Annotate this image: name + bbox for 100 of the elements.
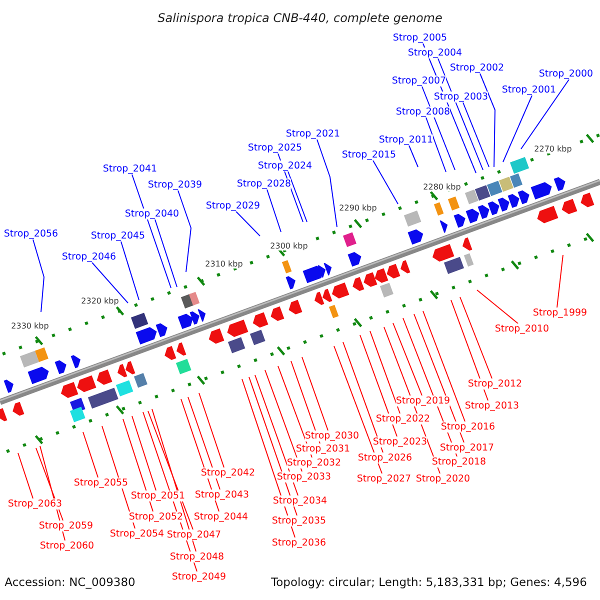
gene-label: Strop_2036 bbox=[272, 538, 326, 548]
leader-line bbox=[92, 262, 128, 304]
leader-line bbox=[438, 58, 484, 170]
gene-label: Strop_2041 bbox=[102, 164, 158, 174]
leader-line bbox=[154, 219, 178, 288]
gene-label: Strop_2020 bbox=[416, 474, 470, 484]
gene-label: Strop_2024 bbox=[258, 160, 312, 172]
gene-label: Strop_2052 bbox=[128, 512, 184, 522]
leader-line bbox=[476, 290, 518, 324]
gene-label: Strop_2013 bbox=[464, 400, 520, 412]
gene-label: Strop_2040 bbox=[124, 208, 180, 220]
leader-line bbox=[82, 432, 98, 478]
scale-label: 2300 kbp bbox=[270, 242, 308, 250]
leader-line bbox=[502, 95, 532, 162]
gene-label: Strop_2017 bbox=[440, 442, 494, 454]
leader-line bbox=[266, 189, 282, 232]
gene-label: Strop_2048 bbox=[170, 552, 224, 562]
leader-line bbox=[556, 254, 564, 308]
leader-line bbox=[334, 346, 382, 474]
gene-label: Strop_2010 bbox=[494, 324, 550, 334]
leader-line bbox=[122, 418, 154, 512]
gene-label: Strop_2001 bbox=[502, 84, 556, 96]
gene-label: Strop_2008 bbox=[396, 106, 450, 118]
gene-label: Strop_2004 bbox=[408, 48, 462, 58]
leader-line bbox=[188, 396, 220, 490]
gene-label: Strop_2035 bbox=[272, 516, 326, 526]
gene-label: Strop_2063 bbox=[8, 498, 62, 510]
gene-label: Strop_2043 bbox=[194, 490, 250, 500]
leader-line bbox=[520, 79, 570, 150]
leader-line bbox=[32, 239, 44, 312]
gene-label: Strop_2031 bbox=[296, 444, 350, 454]
gene-label: Strop_2056 bbox=[4, 228, 58, 240]
gene-label: Strop_2026 bbox=[358, 452, 412, 464]
leader-line bbox=[290, 360, 320, 444]
leader-line bbox=[278, 366, 312, 458]
footer-text: Topology: circular; Length: 5,183,331 bp; Genes: 4,596 bbox=[271, 575, 587, 589]
leader-line bbox=[480, 73, 496, 168]
leader-line bbox=[18, 452, 34, 499]
gene-label: Strop_2003 bbox=[434, 92, 488, 102]
gene-label: Strop_2023 bbox=[372, 436, 428, 448]
gene-label: Strop_2051 bbox=[130, 490, 186, 502]
gene-label: Strop_2033 bbox=[276, 472, 332, 482]
gene-label: Strop_2034 bbox=[272, 496, 328, 506]
leader-line bbox=[370, 330, 400, 414]
scale-label: 2310 kbp bbox=[205, 260, 243, 268]
leader-line bbox=[460, 296, 492, 379]
leader-line bbox=[422, 86, 456, 170]
leader-line bbox=[132, 416, 156, 491]
scale-label: 2290 kbp bbox=[339, 204, 377, 212]
gene-label: Strop_2018 bbox=[432, 456, 486, 468]
leader-line bbox=[120, 241, 140, 300]
gene-label: Strop_2042 bbox=[200, 468, 256, 478]
gene-label: Strop_2021 bbox=[286, 128, 340, 140]
leader-line bbox=[422, 310, 466, 422]
leader-line bbox=[342, 342, 384, 453]
gene-label: Strop_2007 bbox=[392, 76, 446, 86]
leader-line bbox=[152, 408, 196, 552]
gene-label: Strop_2005 bbox=[392, 32, 448, 44]
leader-line bbox=[408, 145, 418, 168]
leader-line bbox=[302, 356, 328, 431]
gene-label: Strop_2000 bbox=[538, 68, 594, 80]
gene-label: Strop_2030 bbox=[304, 430, 360, 442]
leader-line bbox=[450, 300, 488, 401]
gene-label: Strop_2029 bbox=[206, 200, 260, 212]
diagram-title: Salinispora tropica CNB-440, complete genome bbox=[158, 11, 442, 25]
gene-label: Strop_2015 bbox=[342, 150, 396, 160]
gene-label: Strop_2039 bbox=[148, 180, 202, 190]
gene-label: Strop_2002 bbox=[450, 62, 504, 74]
gene-label: Strop_2047 bbox=[166, 530, 222, 540]
gene-label: Strop_2055 bbox=[74, 478, 128, 488]
leader-line bbox=[316, 139, 338, 228]
gene-label: Strop_2049 bbox=[172, 572, 226, 582]
scale-label: 2320 kbp bbox=[81, 296, 119, 306]
scale-label: 2330 kbp bbox=[11, 322, 49, 330]
gene-label: Strop_2019 bbox=[396, 396, 450, 406]
leader-line bbox=[242, 378, 296, 538]
gene-label: Strop_2022 bbox=[376, 414, 430, 424]
gene-label: Strop_2028 bbox=[236, 178, 292, 190]
gene-label: Strop_2011 bbox=[378, 134, 434, 146]
leader-line bbox=[236, 211, 260, 236]
gene-label: Strop_2045 bbox=[90, 230, 146, 242]
leader-line bbox=[148, 410, 194, 530]
scale-label: 2270 kbp bbox=[534, 144, 572, 154]
scale-label: 2280 kbp bbox=[423, 182, 461, 192]
footer-text: Accession: NC_009380 bbox=[4, 575, 136, 589]
leader-line bbox=[392, 322, 422, 396]
leader-line bbox=[360, 334, 398, 437]
leader-line bbox=[462, 102, 490, 168]
leader-line bbox=[426, 117, 446, 172]
leader-line bbox=[132, 174, 172, 288]
gene-label: Strop_2027 bbox=[356, 474, 412, 484]
gene-label: Strop_2016 bbox=[440, 422, 496, 432]
leader-line bbox=[254, 374, 298, 496]
leader-line bbox=[264, 370, 302, 472]
leader-line bbox=[372, 160, 398, 204]
gene-label: Strop_2032 bbox=[286, 458, 342, 468]
leader-line bbox=[198, 392, 224, 468]
leader-line bbox=[178, 190, 192, 272]
gene-label: Strop_2025 bbox=[248, 142, 302, 154]
gene-label: Strop_2060 bbox=[40, 540, 94, 552]
